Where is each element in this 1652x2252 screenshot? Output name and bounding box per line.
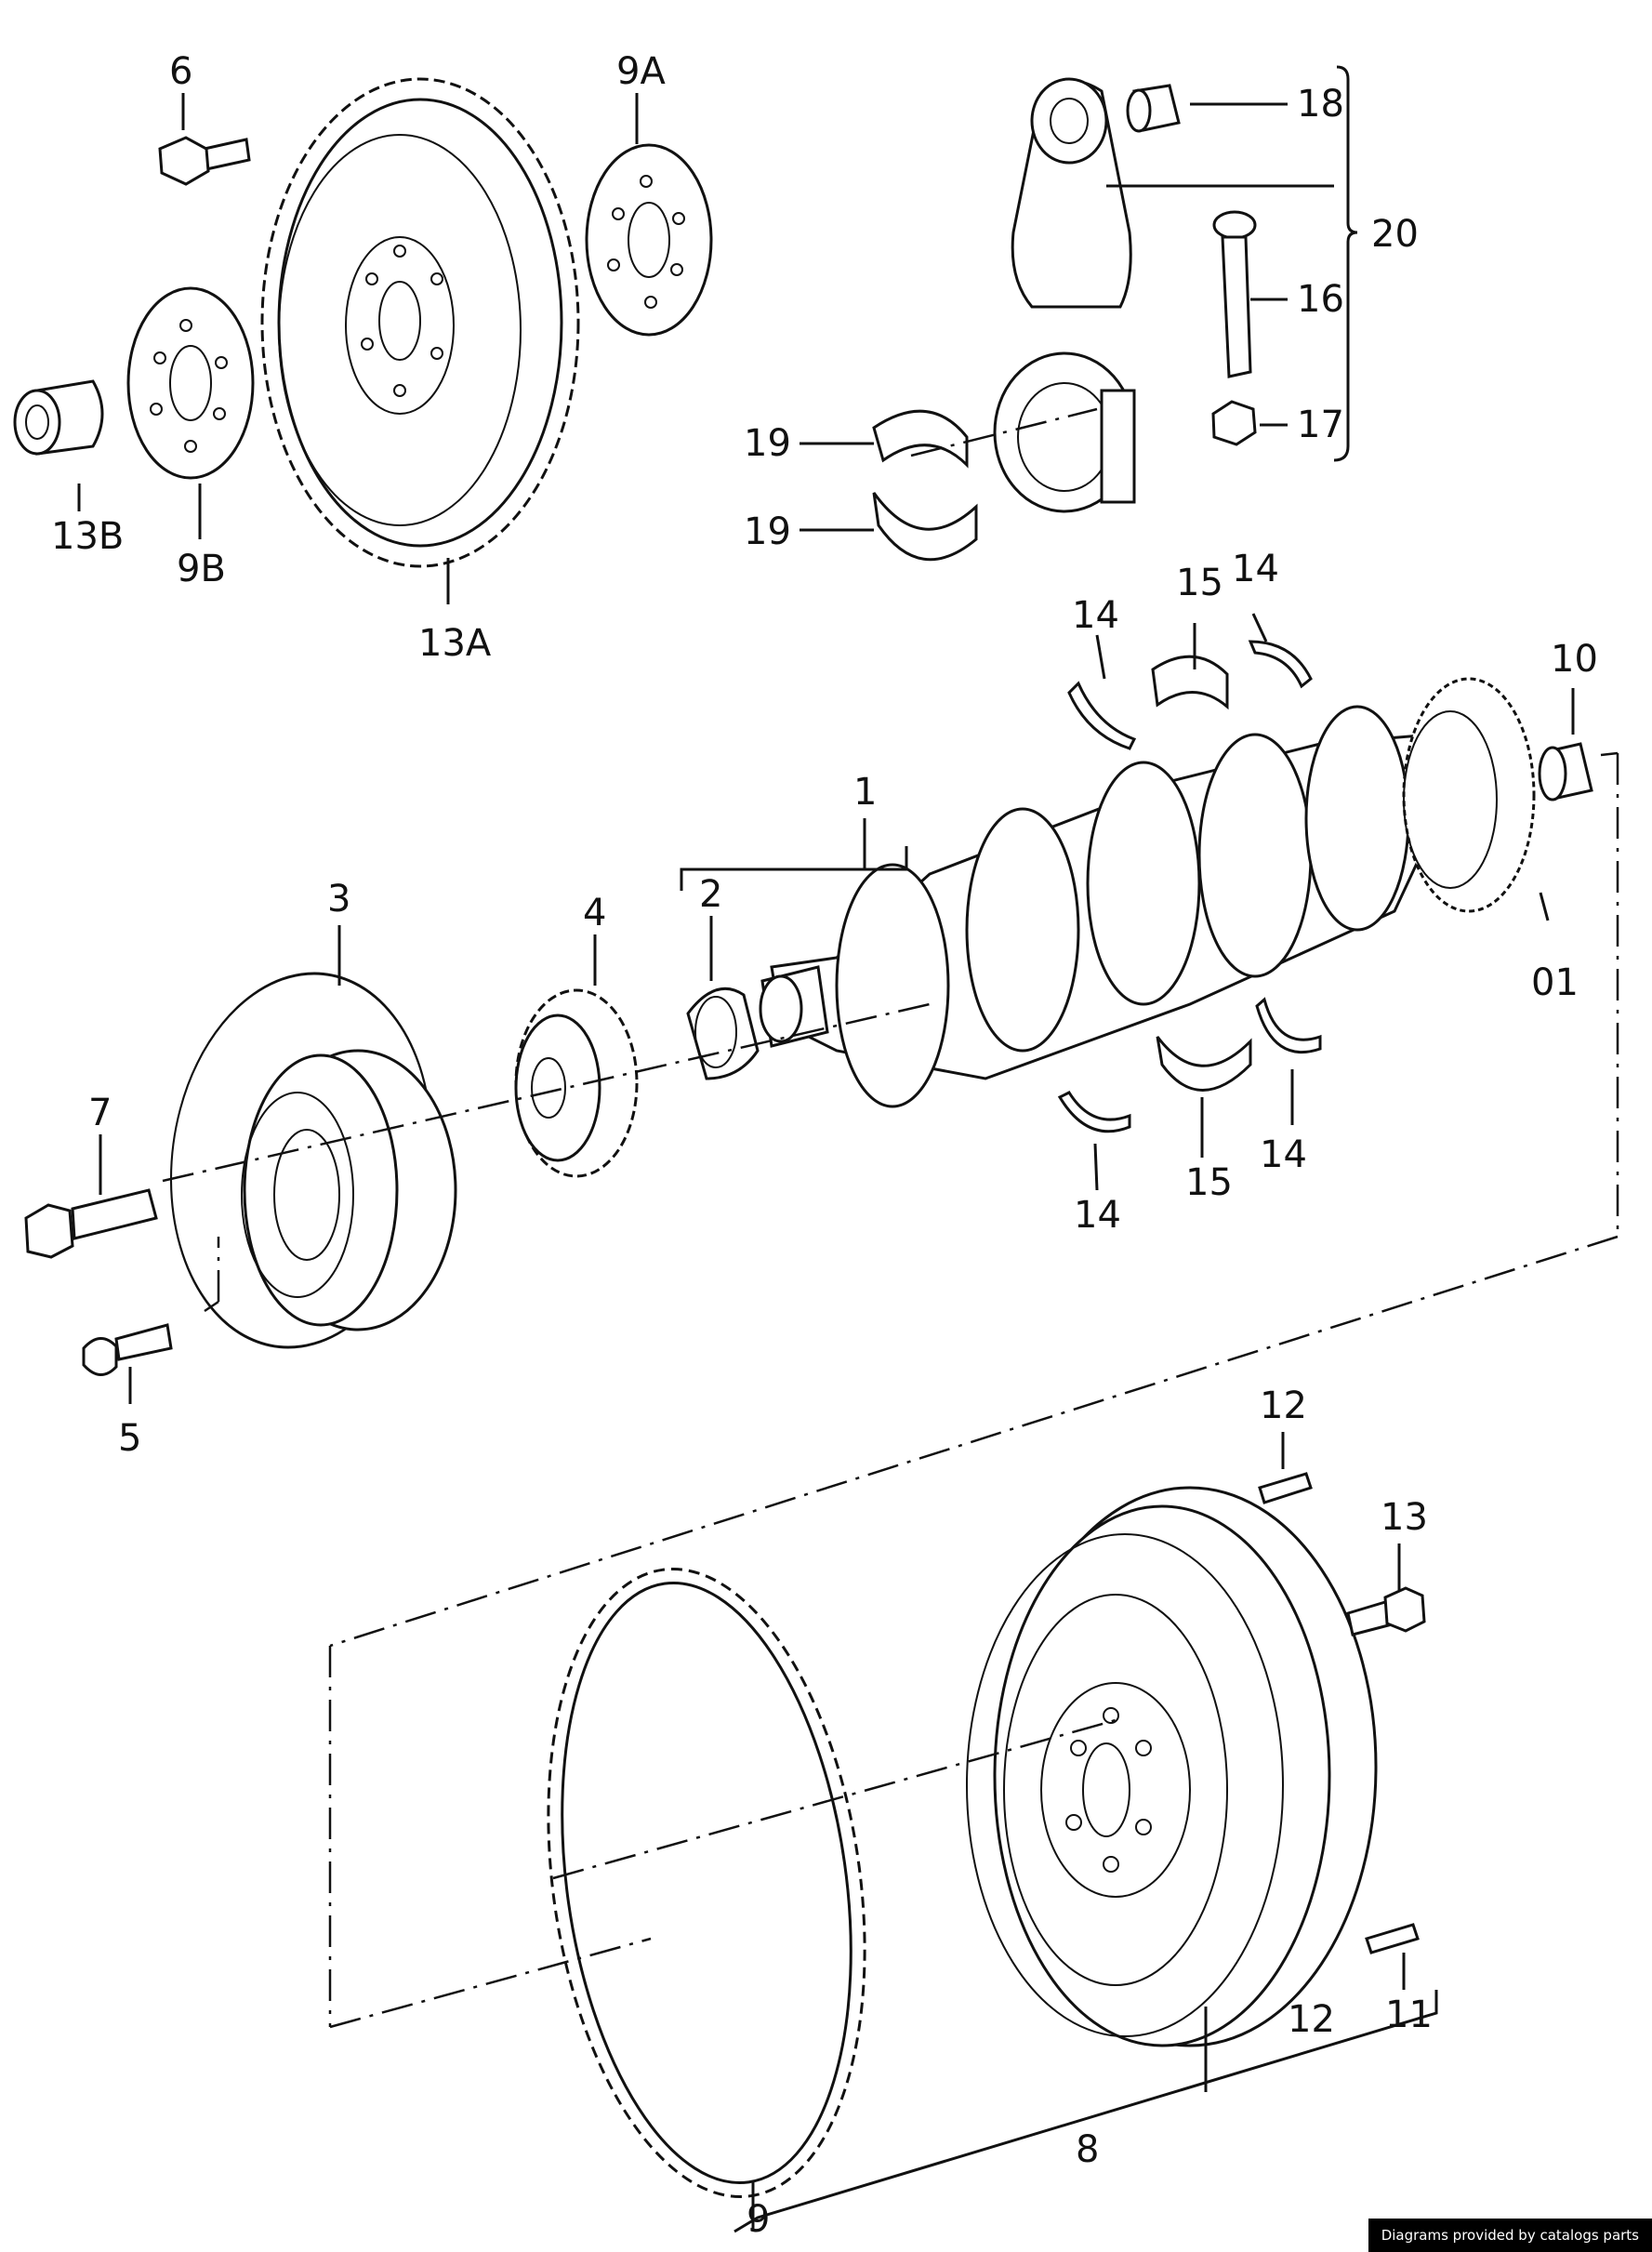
- callout-13B: 13B: [51, 515, 124, 558]
- callout-13A: 13A: [418, 622, 492, 665]
- callout-17: 17: [1297, 404, 1344, 446]
- callout-3: 3: [327, 878, 350, 921]
- callout-18: 18: [1297, 83, 1344, 126]
- callout-5: 5: [118, 1417, 141, 1460]
- callout-13: 13: [1381, 1496, 1428, 1539]
- thrust-washers-14-15-top: [1067, 640, 1313, 750]
- nut-17: [1211, 400, 1257, 446]
- callout-19-lower: 19: [744, 510, 791, 553]
- callout-4: 4: [583, 892, 606, 934]
- callout-15-bottom: 15: [1185, 1161, 1233, 1204]
- callout-15-top: 15: [1176, 562, 1223, 604]
- starter-ring-gear-9: [547, 1568, 866, 2198]
- leader-lines: [77, 65, 1575, 2233]
- thrust-washers-14-15-bottom: [1057, 997, 1322, 1133]
- callout-12-top: 12: [1260, 1384, 1307, 1427]
- callout-9B: 9B: [177, 548, 226, 590]
- vibration-damper-pulley-3: [169, 972, 457, 1349]
- bolt-13: [1346, 1586, 1426, 1636]
- needle-bearing-10: [1538, 742, 1593, 801]
- bearing-shell-19-lower: [872, 492, 978, 562]
- bolt-6: [158, 136, 251, 186]
- bolt-16: [1212, 210, 1257, 378]
- washer-9B: [126, 286, 255, 480]
- bolt-7: [24, 1188, 158, 1259]
- crankshaft-1: [759, 705, 1461, 1108]
- ring-gear-13A: [260, 77, 580, 568]
- callout-6: 6: [169, 50, 192, 93]
- bearing-shell-19-upper: [872, 409, 969, 469]
- callout-01: 01: [1531, 961, 1579, 1004]
- dual-mass-flywheel-8: [966, 1486, 1378, 2047]
- callout-7: 7: [88, 1092, 112, 1134]
- callout-19-upper: 19: [744, 422, 791, 465]
- key-2: [686, 987, 760, 1080]
- flange-01: [1402, 677, 1536, 913]
- callout-14-top-right: 14: [1232, 548, 1279, 590]
- callout-14-top-left: 14: [1072, 594, 1119, 637]
- credit-banner: Diagrams provided by catalogs parts: [1368, 2219, 1652, 2252]
- callout-9A: 9A: [616, 50, 666, 93]
- callout-8: 8: [1076, 2128, 1099, 2171]
- callout-14-bottom-left: 14: [1074, 1194, 1121, 1237]
- dowel-pin-11: [1365, 1923, 1420, 1954]
- callout-11: 11: [1385, 1994, 1433, 2036]
- dowel-pin-12: [1258, 1472, 1313, 1504]
- callout-12-bottom: 12: [1288, 1998, 1335, 2041]
- bush-18: [1126, 84, 1181, 133]
- callout-20: 20: [1371, 213, 1419, 256]
- bolt-5: [82, 1323, 173, 1376]
- callout-16: 16: [1297, 278, 1344, 321]
- bushing-13B: [13, 379, 104, 456]
- washer-9A: [585, 143, 713, 337]
- connecting-rod-20: [993, 77, 1136, 513]
- sprocket-4: [514, 988, 639, 1178]
- callout-2: 2: [699, 873, 722, 916]
- callout-9: 9: [747, 2198, 770, 2241]
- callout-14-bottom-right: 14: [1260, 1133, 1307, 1176]
- assembly-centerlines: [162, 407, 1619, 2029]
- callout-10: 10: [1551, 638, 1598, 681]
- callout-1: 1: [853, 771, 877, 814]
